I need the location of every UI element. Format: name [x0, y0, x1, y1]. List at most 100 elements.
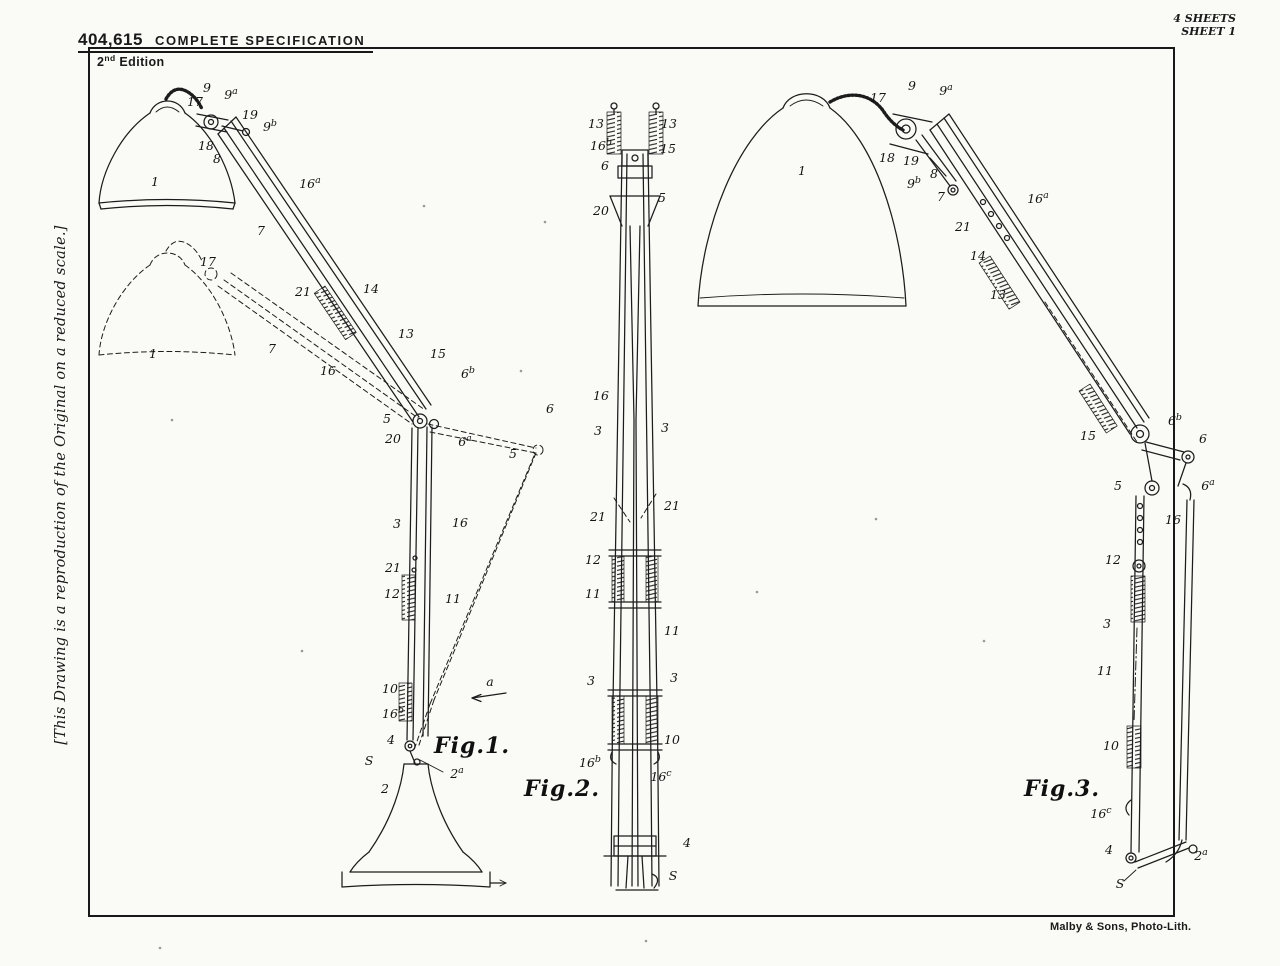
line-shape: [422, 426, 428, 737]
line-shape: [1177, 462, 1187, 487]
circle-shape: [610, 102, 618, 110]
line-shape: [230, 272, 426, 411]
line-shape: [1141, 449, 1181, 461]
rect-shape: [621, 149, 649, 167]
line-shape: [429, 431, 537, 454]
ref-numeral-12: 12: [585, 552, 601, 567]
line-shape: [609, 195, 623, 227]
ref-numeral-13: 13: [398, 326, 414, 341]
tspan-shape: c: [1106, 805, 1112, 816]
path-shape: [697, 107, 784, 307]
path-shape: [98, 112, 151, 204]
circle-shape: [1181, 450, 1195, 464]
ref-numeral-6: 6: [546, 401, 554, 416]
ref-numeral-18: 18: [879, 150, 895, 165]
path-shape: [341, 871, 491, 888]
tspan-shape: a: [1202, 847, 1208, 858]
ref-numeral-16c: 16c: [1090, 805, 1112, 821]
circle-shape: [422, 204, 426, 208]
tspan-shape: a: [1043, 190, 1049, 201]
line-shape: [943, 117, 1145, 423]
path-shape: [699, 293, 905, 299]
ref-numeral-9a: 9a: [939, 82, 953, 98]
circle-shape: [158, 946, 162, 950]
ref-numeral-2a: 2a: [449, 765, 464, 781]
circle-shape: [532, 444, 544, 456]
line-shape: [217, 133, 414, 423]
line-shape: [647, 195, 661, 227]
circle-shape: [404, 740, 416, 752]
path-shape: [629, 225, 635, 887]
fig3-caption: Fig.3.: [1023, 776, 1100, 802]
circle-shape: [631, 154, 639, 162]
line-shape: [471, 692, 507, 699]
circle-shape: [1148, 484, 1156, 492]
line-shape: [417, 699, 435, 749]
tspan-shape: a: [458, 765, 464, 776]
path-shape: [184, 112, 236, 204]
circle-shape: [207, 118, 215, 126]
ref-numeral-13: 13: [990, 287, 1006, 302]
line-shape: [223, 127, 420, 418]
ref-numeral-20: 20: [384, 431, 401, 446]
tspan-shape: a: [315, 175, 321, 186]
ref-numeral-19: 19: [242, 107, 258, 122]
tspan-shape: b: [398, 705, 404, 716]
ref-numeral-21: 21: [294, 284, 311, 299]
tspan-shape: c: [666, 768, 672, 779]
ref-numeral-15: 15: [430, 346, 446, 361]
circle-shape: [1136, 526, 1144, 534]
ref-numeral-16: 16: [320, 363, 336, 378]
line-shape: [929, 157, 947, 177]
ref-numeral-9b: 9b: [263, 118, 277, 134]
line-shape: [936, 123, 1138, 429]
rect-shape: [606, 111, 622, 155]
ref-numeral-5: 5: [509, 446, 517, 461]
fig1-caption: Fig.1.: [433, 733, 510, 759]
ref-numeral-S: S: [1116, 876, 1125, 891]
ref-numeral-17: 17: [187, 94, 203, 109]
ref-numeral-6a: 6a: [458, 433, 472, 449]
line-shape: [1123, 869, 1137, 882]
ref-numeral-21: 21: [384, 560, 401, 575]
rect-shape: [1130, 575, 1146, 623]
path-shape: [98, 198, 236, 204]
circle-shape: [407, 743, 413, 749]
ref-numeral-6b: 6b: [1168, 412, 1182, 428]
rect-shape: [1078, 383, 1118, 434]
tspan-shape: b: [271, 118, 277, 129]
circle-shape: [543, 220, 547, 224]
path-shape: [610, 751, 617, 765]
circle-shape: [1136, 514, 1144, 522]
line-shape: [892, 113, 933, 123]
line-shape: [232, 202, 236, 210]
path-shape: [1125, 799, 1132, 816]
ref-numeral-17: 17: [200, 254, 216, 269]
ref-numeral-3: 3: [594, 423, 602, 438]
path-shape: [164, 87, 204, 111]
ref-numeral-12: 12: [384, 586, 400, 601]
rect-shape: [611, 695, 625, 745]
ref-numeral-16: 16: [593, 388, 609, 403]
path-shape: [635, 225, 641, 887]
scan-specks: [158, 204, 986, 950]
line-shape: [1144, 442, 1153, 482]
rect-shape: [645, 555, 659, 603]
line-shape: [427, 423, 537, 449]
rect-shape: [1126, 725, 1142, 769]
ref-numeral-10: 10: [664, 732, 680, 747]
ref-numeral-16: 16: [452, 515, 468, 530]
ref-numeral-6a: 6a: [1201, 477, 1215, 493]
ref-numeral-9: 9: [908, 78, 916, 93]
ref-numeral-7: 7: [268, 341, 276, 356]
line-shape: [217, 116, 237, 135]
path-shape: [149, 100, 186, 114]
fig2-caption: Fig.2.: [523, 776, 600, 802]
circle-shape: [1132, 559, 1146, 573]
ref-numeral-5: 5: [658, 190, 666, 205]
circle-shape: [1130, 424, 1150, 444]
line-shape: [921, 134, 957, 182]
